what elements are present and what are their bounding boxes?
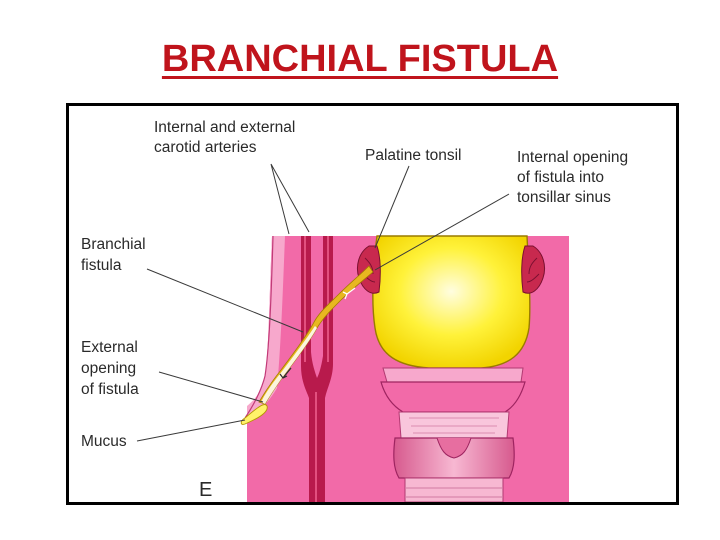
internal-opening-label-line2: of fistula into bbox=[517, 169, 604, 186]
palatine-tonsil-label: Palatine tonsil bbox=[365, 147, 462, 164]
leader-lines bbox=[136, 163, 510, 442]
mucus-drop bbox=[240, 404, 268, 425]
diagram-frame: Internal and external carotid arteries P… bbox=[66, 103, 679, 505]
fistula-label-line2: fistula bbox=[81, 257, 122, 274]
larynx-trachea bbox=[380, 367, 526, 502]
pharynx bbox=[372, 235, 531, 369]
arteries-label-line2: carotid arteries bbox=[154, 139, 257, 156]
external-opening-label-line3: of fistula bbox=[81, 381, 139, 398]
labels: Internal and external carotid arteries P… bbox=[81, 119, 628, 501]
arteries-label-line1: Internal and external bbox=[154, 119, 295, 136]
panel-letter: E bbox=[199, 479, 212, 501]
external-opening-label-line1: External bbox=[81, 339, 138, 356]
fistula-label-line1: Branchial bbox=[81, 236, 146, 253]
page-title: BRANCHIAL FISTULA bbox=[161, 38, 559, 80]
fistula-tract bbox=[258, 265, 374, 405]
internal-opening-label-line1: Internal opening bbox=[517, 149, 628, 166]
external-opening-label-line2: opening bbox=[81, 360, 136, 377]
mucus-label: Mucus bbox=[81, 433, 127, 450]
internal-opening-label-line3: tonsillar sinus bbox=[517, 189, 611, 206]
branchial-fistula-diagram: Internal and external carotid arteries P… bbox=[81, 119, 628, 502]
